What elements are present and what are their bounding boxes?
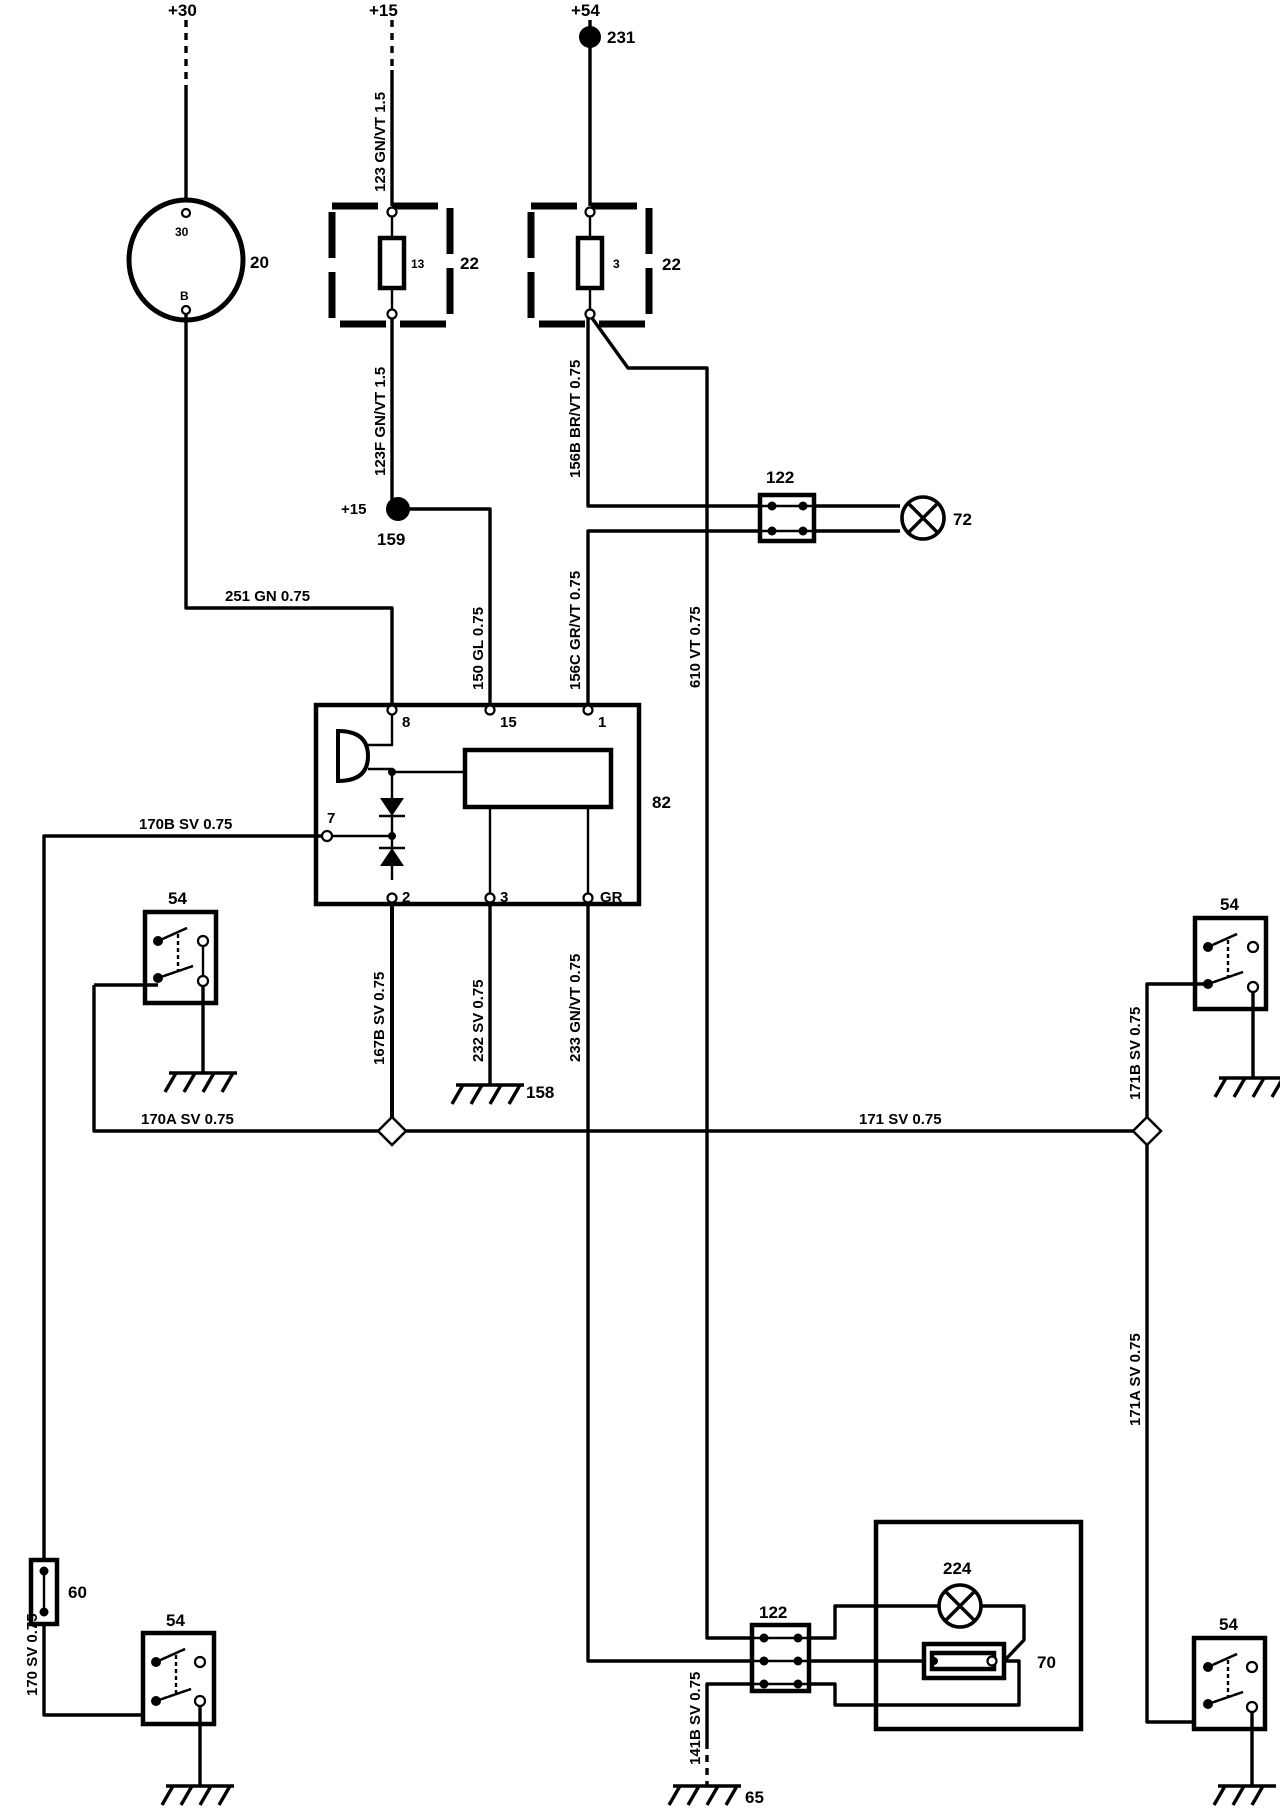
wire-156b-label: 156B BR/VT 0.75 <box>567 360 584 478</box>
wire-141b <box>705 1682 752 1742</box>
fuse-13-number: 13 <box>411 257 425 271</box>
fuse-3-number: 3 <box>613 257 620 271</box>
lamp-72: 72 <box>900 495 972 541</box>
door-switch-left-top: 54 <box>94 889 237 1093</box>
panel-70: 224 70 <box>809 1519 1084 1732</box>
control-unit-82-label: 82 <box>652 793 671 812</box>
connector-122-top-label: 122 <box>766 468 794 487</box>
diode-lower-icon <box>380 848 404 866</box>
cu-pin-2: 2 <box>402 889 410 906</box>
fuse-box-3: 231 3 22 <box>527 20 681 328</box>
fuse-3-box-id: 22 <box>662 255 681 274</box>
wire-171b-label: 171B SV 0.75 <box>1127 1007 1144 1100</box>
cu-pin-3: 3 <box>500 889 508 906</box>
diode-60: 60 <box>28 1557 87 1627</box>
cu-pin-1: 1 <box>598 714 606 731</box>
junction-left-icon <box>376 1115 408 1147</box>
wire-170a-label: 170A SV 0.75 <box>141 1111 234 1128</box>
ignition-pin-30-label: 30 <box>175 225 189 239</box>
buzzer-icon <box>336 728 371 784</box>
wire-170 <box>42 1624 158 1717</box>
wire-170-label: 170 SV 0.75 <box>24 1613 41 1696</box>
ignition-lock-20: 30 B 20 <box>126 20 269 323</box>
wire-150-label: 150 GL 0.75 <box>470 607 487 690</box>
connector-122-top: 122 <box>757 468 817 544</box>
wire-156c <box>586 529 760 708</box>
wire-170b-label: 170B SV 0.75 <box>139 816 232 833</box>
door-switch-right-top-label: 54 <box>1220 895 1239 914</box>
wire-233 <box>586 902 752 1663</box>
door-switch-left-bottom-label: 54 <box>166 1611 185 1630</box>
ground-65-icon: 65 <box>667 1784 764 1807</box>
wire-123f-label: 123F GN/VT 1.5 <box>372 367 389 476</box>
door-switch-right-bottom: 54 <box>1191 1615 1276 1806</box>
wire-610 <box>590 317 752 1640</box>
ignition-lock-id: 20 <box>250 253 269 272</box>
wire-170a <box>92 985 378 1133</box>
wire-150 <box>398 507 492 708</box>
wire-171a <box>1145 1145 1208 1724</box>
fuse-box-13: 13 22 <box>328 20 479 328</box>
supply-plus30-label: +30 <box>168 1 197 20</box>
ground-158-icon: 158 <box>450 1083 554 1105</box>
junction-159: +15 159 <box>341 497 410 549</box>
wire-251-label: 251 GN 0.75 <box>225 588 310 605</box>
lamp-72-label: 72 <box>953 510 972 529</box>
connector-122-bottom: 122 <box>749 1603 812 1694</box>
junction-231-label: 231 <box>607 28 635 47</box>
junction-right-icon <box>1131 1115 1163 1147</box>
connector-122-bottom-label: 122 <box>759 1603 787 1622</box>
control-unit-82: 8 15 1 7 2 3 GR 82 <box>313 702 671 907</box>
door-switch-left-top-label: 54 <box>168 889 187 908</box>
wire-171a-label: 171A SV 0.75 <box>1127 1333 1144 1426</box>
door-switch-right-top: 54 <box>1145 895 1280 1117</box>
wire-251 <box>184 314 394 708</box>
junction-159-plus15-label: +15 <box>341 501 366 518</box>
ignition-pin-b-label: B <box>180 289 189 303</box>
wire-123-label: 123 GN/VT 1.5 <box>372 92 389 192</box>
supply-plus54-label: +54 <box>571 1 600 20</box>
cu-pin-15: 15 <box>500 714 517 731</box>
supply-plus15-label: +15 <box>369 1 398 20</box>
wire-170b <box>42 834 322 1560</box>
ground-158-label: 158 <box>526 1083 554 1102</box>
door-switch-left-bottom: 54 <box>140 1611 234 1806</box>
wire-610-label: 610 VT 0.75 <box>687 606 704 688</box>
wire-233-label: 233 GN/VT 0.75 <box>567 954 584 1062</box>
wire-232-label: 232 SV 0.75 <box>470 979 487 1062</box>
diode-upper-icon <box>380 798 404 816</box>
ground-65-label: 65 <box>745 1788 764 1807</box>
cu-pin-gr: GR <box>600 889 623 906</box>
panel-70-label: 70 <box>1037 1653 1056 1672</box>
diode-60-label: 60 <box>68 1583 87 1602</box>
wire-167b-label: 167B SV 0.75 <box>371 972 388 1065</box>
cu-pin-8: 8 <box>402 714 410 731</box>
cu-pin-7: 7 <box>327 810 335 827</box>
junction-159-label: 159 <box>377 530 405 549</box>
door-switch-right-bottom-label: 54 <box>1219 1615 1238 1634</box>
wire-156b <box>586 318 762 508</box>
indicator-lamp-224-label: 224 <box>943 1559 972 1578</box>
wire-156c-label: 156C GR/VT 0.75 <box>567 571 584 690</box>
wire-171-label: 171 SV 0.75 <box>859 1111 942 1128</box>
fuse-13-box-id: 22 <box>460 254 479 273</box>
wire-141b-label: 141B SV 0.75 <box>687 1672 704 1765</box>
